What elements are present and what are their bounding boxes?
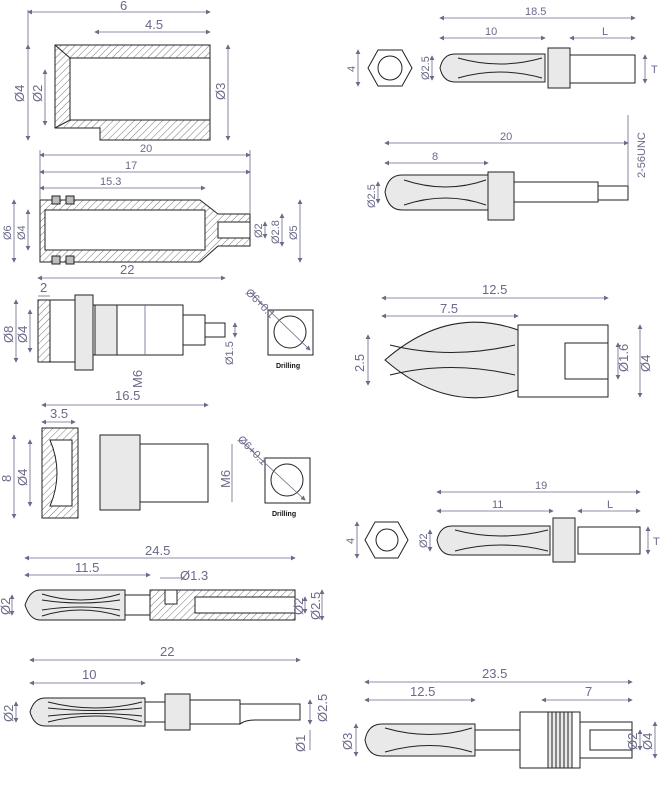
dim-threaded-b-2: Ø2: [418, 533, 430, 548]
dim-solder-153: 15.3: [100, 176, 121, 188]
dim-unc-total: 20: [500, 131, 512, 143]
socket-large-drawing: 12.5 7.5 2.5 Ø1.6 Ø4: [352, 282, 653, 399]
dim-setscrew-25: Ø2.5: [308, 592, 323, 620]
dim-threaded-b-total: 19: [535, 480, 547, 492]
dim-sleeve-od: Ø4: [12, 85, 27, 102]
dim-solder-total: 20: [140, 143, 152, 155]
plug-threaded-a-drawing: 18.5 10 L 4 Ø2.5 T: [346, 6, 658, 89]
dim-large-total: 12.5: [482, 282, 507, 297]
dim-socket-a-flange: 2: [40, 280, 47, 295]
dim-solder-body: Ø4: [16, 225, 28, 240]
dim-threaded-a-10: 10: [485, 26, 497, 38]
panel-socket-b-drawing: 16.5 3.5 8 Ø4 M6 Ø6+0.1 Drilling: [0, 388, 311, 519]
dim-unc-8: 8: [432, 151, 438, 163]
dim-sleeve-id: Ø2: [30, 85, 45, 102]
dim-socket-a-8: Ø8: [1, 326, 16, 343]
dim-large-25: 2.5: [352, 354, 367, 372]
dim-knurled-4: Ø4: [640, 733, 655, 750]
dim-setscrew-2b: Ø2: [291, 598, 306, 615]
dim-socket-b-m6: M6: [218, 470, 233, 488]
dim-unc-25: Ø2.5: [366, 184, 378, 208]
dim-sleeve-bore: Ø3: [213, 83, 228, 100]
dim-sleeve-bore-length: 4.5: [145, 17, 163, 32]
dim-flat-2: Ø2: [1, 705, 16, 722]
dim-threaded-a-4: 4: [346, 66, 358, 72]
dim-knurled-125: 12.5: [410, 684, 435, 699]
label-socket-b-drilling: Drilling: [272, 511, 296, 518]
dim-flat-25: Ø2.5: [315, 694, 330, 722]
plug-unc-drawing: 20 8 Ø2.5 2-56UNC: [366, 115, 648, 221]
dim-solder-17: 17: [125, 160, 137, 172]
dim-socket-a-m6: M6: [130, 370, 145, 388]
dim-threaded-a-total: 18.5: [525, 6, 546, 18]
dim-socket-a-15: Ø1.5: [224, 341, 236, 365]
dim-socket-b-4: Ø4: [15, 469, 30, 486]
dim-socket-a-4: Ø4: [15, 326, 30, 343]
dim-solder-28: Ø2.8: [270, 220, 282, 244]
plug-flat-drawing: 22 10 Ø2 Ø2.5 Ø1: [1, 644, 330, 752]
dim-threaded-b-L: L: [607, 499, 613, 511]
plug-knurled-drawing: 23.5 12.5 7 Ø3 Ø2 Ø4: [340, 666, 658, 769]
dim-threaded-b-11: 11: [492, 499, 503, 511]
dim-flat-total: 22: [160, 644, 174, 659]
dim-socket-a-total: 22: [120, 262, 134, 277]
dim-setscrew-115: 11.5: [75, 560, 99, 575]
dim-setscrew-total: 24.5: [145, 543, 170, 558]
dim-large-4: Ø4: [638, 355, 653, 372]
dim-threaded-a-25: Ø2.5: [420, 56, 432, 80]
dim-unc-thread: 2-56UNC: [636, 132, 648, 178]
dim-socket-b-total: 16.5: [115, 388, 140, 403]
dim-sleeve-length: 6: [120, 0, 127, 13]
dim-threaded-b-T: T: [653, 536, 660, 548]
dim-threaded-a-T: T: [651, 64, 658, 76]
dim-socket-a-drill: Ø6+0.1: [243, 287, 277, 321]
plug-threaded-b-drawing: 19 11 L 4 Ø2 T: [345, 480, 660, 563]
label-socket-a-drilling: Drilling: [276, 363, 300, 370]
dim-socket-b-8: 8: [0, 475, 14, 482]
dim-setscrew-13: Ø1.3: [180, 568, 208, 583]
dim-knurled-total: 23.5: [482, 666, 507, 681]
dim-large-75: 7.5: [440, 301, 458, 316]
plug-set-screw-drawing: 24.5 11.5 Ø1.3 Ø2 Ø2 Ø2.5: [0, 543, 325, 621]
dim-flat-1: Ø1: [293, 735, 308, 752]
dim-threaded-b-4: 4: [345, 538, 357, 544]
dim-flat-10: 10: [82, 667, 96, 682]
dim-solder-pin: Ø2: [253, 223, 265, 238]
panel-socket-a-drawing: 22 2 Ø8 Ø4 Ø1.5 M6 Ø6+0.1 Drilling: [1, 262, 314, 388]
dim-knurled-2: Ø2: [625, 733, 640, 750]
dim-solder-od: Ø6: [2, 225, 14, 240]
dim-socket-b-35: 3.5: [50, 406, 68, 421]
dim-knurled-3: Ø3: [340, 733, 355, 750]
sleeve-drawing: 6 4.5 Ø4 Ø2 Ø3: [12, 0, 231, 141]
dim-threaded-a-L: L: [602, 26, 608, 38]
dim-knurled-7: 7: [585, 684, 592, 699]
dim-setscrew-2a: Ø2: [0, 598, 13, 615]
dim-large-16: Ø1.6: [616, 344, 631, 372]
dim-solder-5: Ø5: [288, 225, 300, 240]
solder-plug-drawing: 20 17 15.3 Ø6 Ø4 Ø2 Ø2.8 Ø5: [2, 143, 303, 265]
dim-socket-b-drill: Ø6+0.1: [235, 434, 269, 468]
